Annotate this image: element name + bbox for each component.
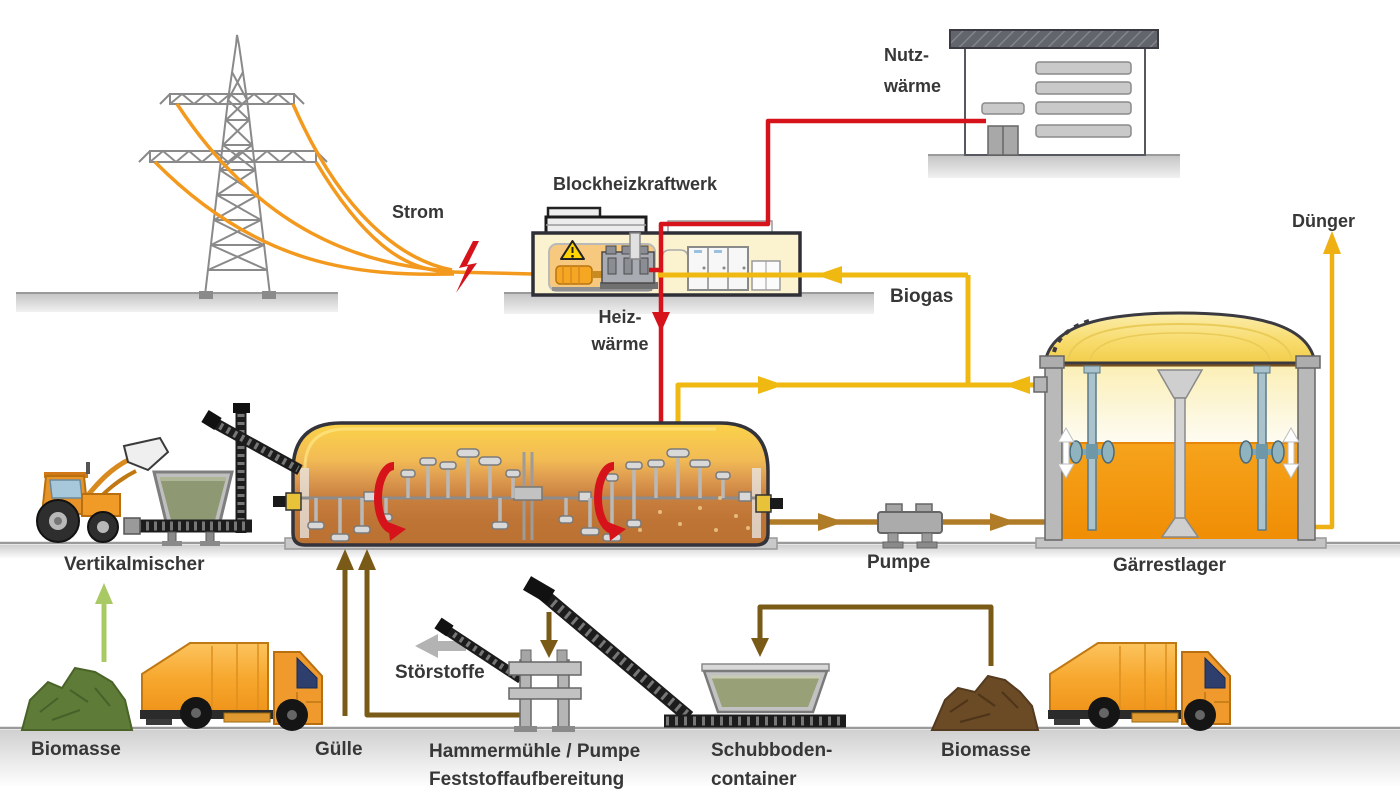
biomass-up-arrowhead	[95, 583, 113, 604]
fermenter-tank	[273, 421, 783, 550]
submersible-mixers	[1069, 365, 1285, 531]
chp-building	[531, 206, 802, 297]
label-nutzwaerme-line1: Nutz-	[884, 45, 929, 65]
label-heizwaerme: Heiz- wärme	[575, 304, 665, 358]
label-hammermuehle: Hammermühle / Pumpe Feststoffaufbereitun…	[429, 738, 640, 794]
vertical-mixer-group	[36, 403, 303, 546]
label-hammermuehle-line1: Hammermühle / Pumpe	[429, 741, 641, 762]
brown-biomass-pile	[930, 674, 1040, 731]
center-divider	[513, 452, 543, 540]
duenger-arrowhead	[1323, 231, 1341, 254]
heat-pipes	[649, 118, 986, 424]
label-heizwaerme-line1: Heiz-	[598, 307, 642, 327]
label-vertikalmischer: Vertikalmischer	[64, 554, 205, 575]
label-schubboden-line2: container	[711, 769, 797, 790]
label-schubbodencontainer: Schubboden- container	[711, 736, 832, 794]
building-windows	[981, 61, 1132, 138]
rotation-arrows	[374, 462, 626, 541]
label-hammermuehle-line2: Feststoffaufbereitung	[429, 769, 625, 790]
power-pylon	[138, 34, 328, 299]
walking-floor-container	[664, 663, 846, 728]
pump	[877, 503, 943, 549]
label-pumpe: Pumpe	[867, 552, 931, 573]
label-biomasse-left: Biomasse	[31, 739, 121, 760]
pylon-crossarm-lower	[138, 149, 328, 164]
delivery-truck-left	[139, 642, 323, 732]
digestate-storage-tank	[1033, 311, 1327, 549]
pylon-crossarm-upper	[159, 92, 305, 106]
ground-bands	[0, 154, 1400, 788]
hammer-mill	[508, 649, 582, 732]
label-gaerrestlager: Gärrestlager	[1113, 555, 1227, 576]
label-duenger: Dünger	[1292, 211, 1355, 231]
building-roof	[949, 29, 1159, 49]
center-column	[1156, 369, 1204, 538]
loader-bucket	[122, 436, 170, 472]
heizwaerme-arrowhead	[652, 312, 670, 332]
delivery-truck-right	[1047, 642, 1231, 732]
label-guelle: Gülle	[315, 739, 363, 760]
label-blockheizkraftwerk: Blockheizkraftwerk	[553, 174, 718, 194]
fermenter-outlet-fitting	[755, 494, 783, 513]
green-biomass-pile	[20, 666, 134, 731]
label-nutzwaerme-line2: wärme	[884, 76, 942, 96]
gas-dome	[1043, 311, 1317, 365]
label-schubboden-line1: Schubboden-	[711, 740, 833, 761]
label-biogas: Biogas	[890, 286, 954, 307]
label-biomasse-right: Biomasse	[941, 740, 1031, 761]
label-nutzwaerme: Nutz- wärme	[884, 40, 941, 102]
power-lines	[153, 103, 534, 293]
bottom-flow-arrows	[95, 549, 994, 718]
agitator-paddles-lower	[314, 498, 636, 536]
fermenter-inlet-fitting	[273, 492, 302, 511]
agitator-paddles-upper	[406, 456, 725, 498]
front-loader-tractor	[36, 436, 170, 543]
label-strom: Strom	[392, 202, 445, 222]
lightning-bolt	[456, 241, 479, 293]
elevator-conveyor	[522, 576, 694, 722]
generator	[555, 265, 593, 285]
label-stoerstoffe: Störstoffe	[395, 662, 485, 683]
feed-conveyor	[123, 403, 303, 546]
mixer-height-arrows	[1057, 426, 1300, 480]
heat-consumer-building	[949, 29, 1159, 156]
biogas-pipes	[658, 266, 1052, 424]
stoerstoffe-arrow	[415, 634, 466, 658]
label-heizwaerme-line2: wärme	[591, 334, 649, 354]
